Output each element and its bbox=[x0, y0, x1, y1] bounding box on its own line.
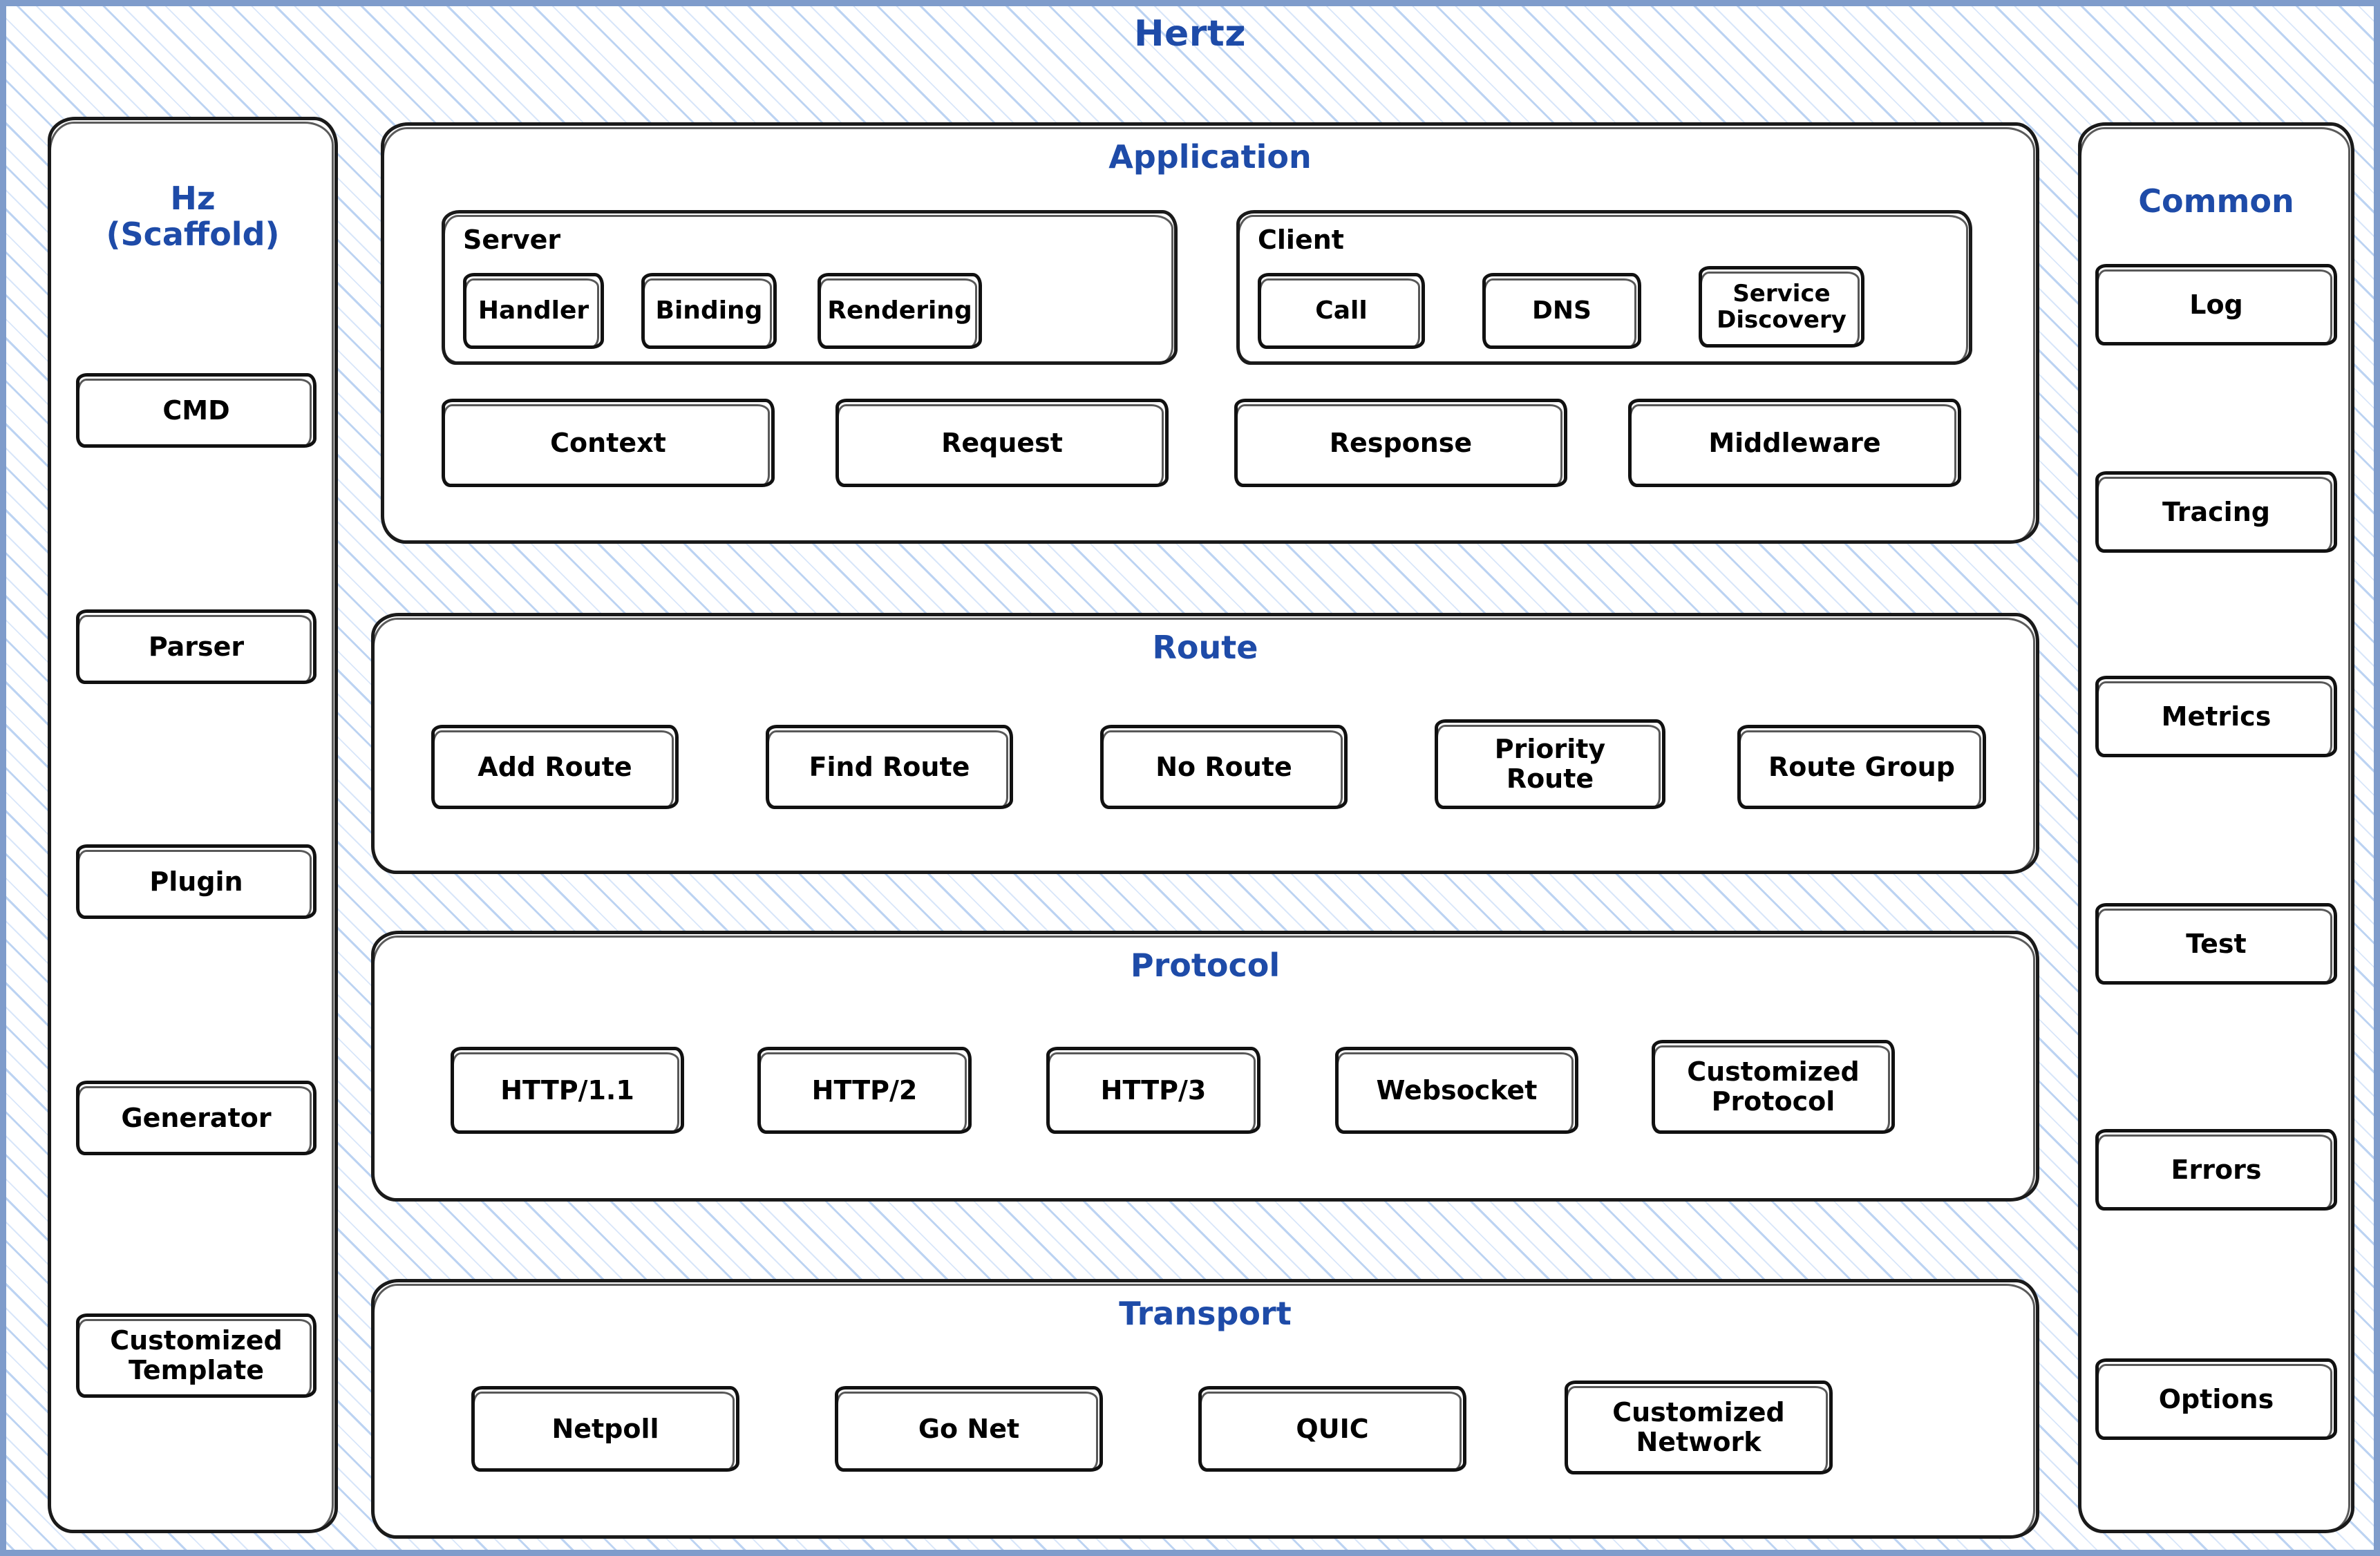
transport-item-go-net[interactable]: Go Net bbox=[835, 1386, 1103, 1472]
node-label: Handler bbox=[478, 296, 589, 325]
node-label: Response bbox=[1329, 427, 1473, 458]
common-item-test[interactable]: Test bbox=[2095, 903, 2337, 985]
transport-item-quic[interactable]: QUIC bbox=[1198, 1386, 1466, 1472]
layer-route-title: Route bbox=[1152, 629, 1258, 666]
node-label: Test bbox=[2186, 928, 2247, 959]
scaffold-item-label: Customized Template bbox=[110, 1325, 283, 1385]
node-label: Websocket bbox=[1376, 1074, 1538, 1106]
common-panel[interactable]: Common Log Tracing Metrics Test Errors O… bbox=[2078, 122, 2354, 1533]
protocol-item-http-1-1[interactable]: HTTP/1.1 bbox=[451, 1047, 684, 1134]
layer-route[interactable]: Route Add Route Find Route No Route Prio… bbox=[371, 613, 2039, 874]
layer-transport[interactable]: Transport Netpoll Go Net QUIC Customized… bbox=[371, 1279, 2039, 1539]
client-item-dns[interactable]: DNS bbox=[1482, 273, 1641, 349]
node-label: Request bbox=[941, 427, 1063, 458]
layer-application[interactable]: Application Server Handler Binding Rende… bbox=[381, 122, 2039, 544]
node-label: Options bbox=[2158, 1383, 2274, 1414]
server-item-rendering[interactable]: Rendering bbox=[818, 273, 982, 349]
application-item-response[interactable]: Response bbox=[1234, 399, 1567, 487]
node-label: DNS bbox=[1532, 296, 1592, 325]
node-label: Context bbox=[550, 427, 666, 458]
node-label: Binding bbox=[655, 296, 763, 325]
node-label: Errors bbox=[2171, 1154, 2262, 1185]
node-label: Metrics bbox=[2161, 701, 2272, 732]
common-title: Common bbox=[2138, 182, 2294, 220]
protocol-item-http-2[interactable]: HTTP/2 bbox=[757, 1047, 972, 1134]
client-item-service-discovery[interactable]: Service Discovery bbox=[1699, 266, 1864, 348]
server-item-handler[interactable]: Handler bbox=[463, 273, 604, 349]
client-item-call[interactable]: Call bbox=[1258, 273, 1425, 349]
route-item-priority-route[interactable]: Priority Route bbox=[1435, 719, 1665, 809]
node-label: Customized Network bbox=[1612, 1397, 1785, 1457]
common-item-metrics[interactable]: Metrics bbox=[2095, 676, 2337, 757]
scaffold-title-line1: Hz bbox=[170, 180, 216, 217]
node-label: Go Net bbox=[918, 1413, 1020, 1444]
node-label: Service Discovery bbox=[1717, 279, 1847, 334]
subgroup-server[interactable]: Server Handler Binding Rendering bbox=[442, 210, 1178, 365]
node-label: HTTP/3 bbox=[1100, 1074, 1207, 1106]
layer-application-title: Application bbox=[1108, 138, 1312, 175]
node-label: Log bbox=[2189, 289, 2243, 320]
application-item-middleware[interactable]: Middleware bbox=[1628, 399, 1961, 487]
subgroup-server-label: Server bbox=[463, 225, 561, 255]
scaffold-item-generator[interactable]: Generator bbox=[76, 1081, 317, 1155]
node-label: Middleware bbox=[1708, 427, 1881, 458]
scaffold-item-cmd[interactable]: CMD bbox=[76, 373, 317, 448]
scaffold-item-label: CMD bbox=[162, 395, 230, 426]
node-label: HTTP/2 bbox=[811, 1074, 918, 1106]
node-label: Tracing bbox=[2162, 496, 2270, 527]
application-item-request[interactable]: Request bbox=[835, 399, 1169, 487]
subgroup-client-label: Client bbox=[1258, 225, 1344, 255]
route-item-no-route[interactable]: No Route bbox=[1100, 725, 1348, 809]
route-item-find-route[interactable]: Find Route bbox=[766, 725, 1013, 809]
node-label: QUIC bbox=[1296, 1413, 1369, 1444]
common-item-tracing[interactable]: Tracing bbox=[2095, 471, 2337, 553]
layer-protocol[interactable]: Protocol HTTP/1.1 HTTP/2 HTTP/3 Websocke… bbox=[371, 931, 2039, 1202]
route-item-route-group[interactable]: Route Group bbox=[1737, 725, 1986, 809]
scaffold-title: Hz (Scaffold) bbox=[51, 180, 334, 253]
scaffold-panel[interactable]: Hz (Scaffold) CMD Parser Plugin Generato… bbox=[48, 117, 338, 1533]
layer-protocol-title: Protocol bbox=[1130, 947, 1281, 984]
page-title: Hertz bbox=[1133, 13, 1247, 55]
scaffold-item-customized-template[interactable]: Customized Template bbox=[76, 1313, 317, 1398]
node-label: Rendering bbox=[827, 296, 972, 325]
node-label: Priority Route bbox=[1494, 734, 1606, 794]
node-label: Route Group bbox=[1768, 751, 1955, 782]
common-item-errors[interactable]: Errors bbox=[2095, 1129, 2337, 1211]
subgroup-client[interactable]: Client Call DNS Service Discovery bbox=[1236, 210, 1972, 365]
node-label: Call bbox=[1315, 296, 1368, 325]
node-label: Find Route bbox=[809, 751, 970, 782]
common-item-log[interactable]: Log bbox=[2095, 264, 2337, 345]
node-label: Add Route bbox=[478, 751, 632, 782]
node-label: No Route bbox=[1155, 751, 1292, 782]
node-label: HTTP/1.1 bbox=[500, 1074, 634, 1106]
route-item-add-route[interactable]: Add Route bbox=[431, 725, 679, 809]
node-label: Customized Protocol bbox=[1687, 1056, 1860, 1117]
protocol-item-http-3[interactable]: HTTP/3 bbox=[1046, 1047, 1260, 1134]
scaffold-item-label: Generator bbox=[121, 1102, 272, 1133]
protocol-item-websocket[interactable]: Websocket bbox=[1335, 1047, 1578, 1134]
node-label: Netpoll bbox=[551, 1413, 659, 1444]
transport-item-netpoll[interactable]: Netpoll bbox=[471, 1386, 739, 1472]
layer-transport-title: Transport bbox=[1119, 1295, 1292, 1332]
scaffold-title-line2: (Scaffold) bbox=[106, 215, 280, 253]
scaffold-item-label: Plugin bbox=[149, 866, 243, 897]
scaffold-item-label: Parser bbox=[148, 631, 245, 662]
scaffold-item-plugin[interactable]: Plugin bbox=[76, 844, 317, 919]
scaffold-item-parser[interactable]: Parser bbox=[76, 609, 317, 684]
server-item-binding[interactable]: Binding bbox=[641, 273, 777, 349]
common-item-options[interactable]: Options bbox=[2095, 1358, 2337, 1440]
transport-item-customized-network[interactable]: Customized Network bbox=[1565, 1381, 1833, 1474]
application-item-context[interactable]: Context bbox=[442, 399, 775, 487]
protocol-item-customized-protocol[interactable]: Customized Protocol bbox=[1652, 1040, 1895, 1134]
